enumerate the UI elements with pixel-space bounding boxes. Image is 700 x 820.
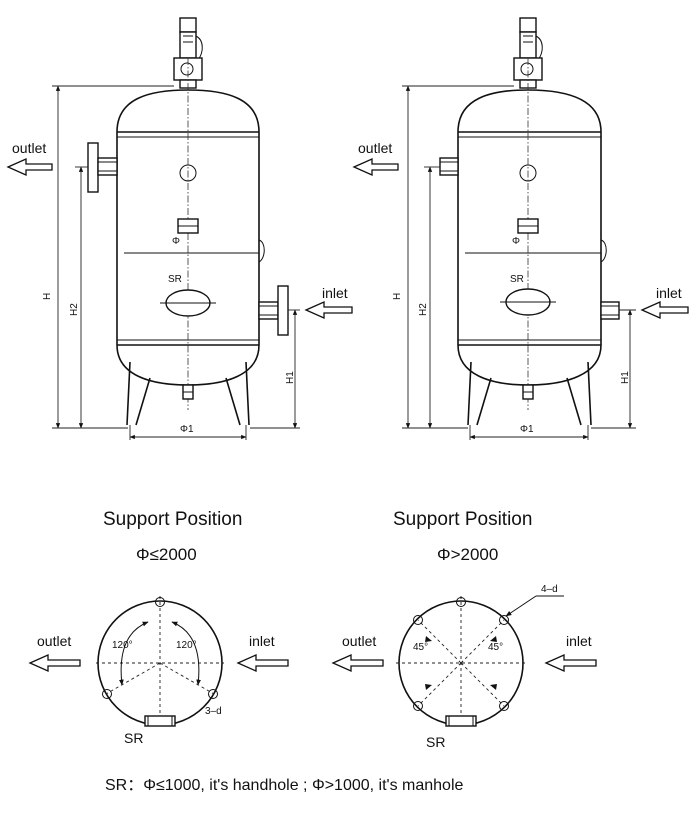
inlet-nozzle (258, 285, 289, 336)
inlet-label: inlet (249, 633, 275, 649)
sr-label: SR (124, 730, 143, 746)
vessel-right: outlet inlet H H2 H1 Φ SR Φ1 (352, 17, 689, 440)
support-hole (499, 615, 509, 625)
outlet-arrow (352, 157, 399, 177)
outlet-label: outlet (37, 633, 71, 649)
phi1-label: Φ1 (180, 424, 194, 435)
inlet-label: inlet (322, 285, 348, 301)
inlet-arrow (236, 653, 289, 673)
outlet-arrow (331, 653, 384, 673)
manhole (144, 715, 176, 727)
phi-label: Φ (172, 236, 180, 247)
support-legs (467, 361, 592, 426)
dim-h2-label: H2 (69, 303, 80, 316)
support-hole (456, 597, 466, 607)
support-title: Support Position (103, 509, 242, 530)
angle-label: 45° (488, 642, 503, 653)
support-legs (126, 361, 250, 426)
support-title: Support Position (393, 509, 532, 530)
inlet-nozzle (600, 301, 620, 320)
dim-h1-label: H1 (620, 371, 631, 384)
support-condition: Φ>2000 (437, 545, 498, 564)
phi1-label: Φ1 (520, 424, 534, 435)
support-hole (208, 689, 218, 699)
inlet-arrow (304, 300, 353, 320)
outlet-label: outlet (358, 140, 392, 156)
support-condition: Φ≤2000 (136, 545, 197, 564)
support-hole (155, 597, 165, 607)
support-hole (102, 689, 112, 699)
dim-h2-label: H2 (418, 303, 429, 316)
inlet-arrow (544, 653, 597, 673)
angle-label: 120° (112, 640, 133, 651)
sr-note: SR：Φ≤1000, it's handhole ; Φ>1000, it's … (105, 777, 464, 794)
vessel-body (457, 89, 602, 386)
outlet-nozzle (87, 142, 118, 193)
dim-h-label: H (42, 293, 53, 300)
angle-label: 120° (176, 640, 197, 651)
support-hole (413, 701, 423, 711)
dim-h-label: H (392, 293, 403, 300)
support-position-right: Support Position Φ>2000 outlet inlet 45°… (331, 509, 597, 750)
sr-label: SR (426, 734, 445, 750)
outlet-arrow (28, 653, 81, 673)
vessel-left: outlet inlet H H2 H1 Φ SR Φ1 (6, 17, 353, 440)
inlet-arrow (640, 300, 689, 320)
support-position-left: Support Position Φ≤2000 outlet inlet 120… (28, 509, 289, 746)
support-hole (413, 615, 423, 625)
angle-label: 45° (413, 642, 428, 653)
dim-h1-label: H1 (285, 371, 296, 384)
holes-label: 4–d (541, 584, 558, 595)
support-hole (499, 701, 509, 711)
inlet-label: inlet (656, 285, 682, 301)
manhole (445, 715, 477, 727)
sr-label: SR (510, 274, 524, 285)
inlet-label: inlet (566, 633, 592, 649)
outlet-label: outlet (12, 140, 46, 156)
outlet-arrow (6, 157, 53, 177)
outlet-nozzle (439, 157, 459, 176)
outlet-label: outlet (342, 633, 376, 649)
holes-label: 3–d (205, 706, 222, 717)
phi-label: Φ (512, 236, 520, 247)
sr-label: SR (168, 274, 182, 285)
